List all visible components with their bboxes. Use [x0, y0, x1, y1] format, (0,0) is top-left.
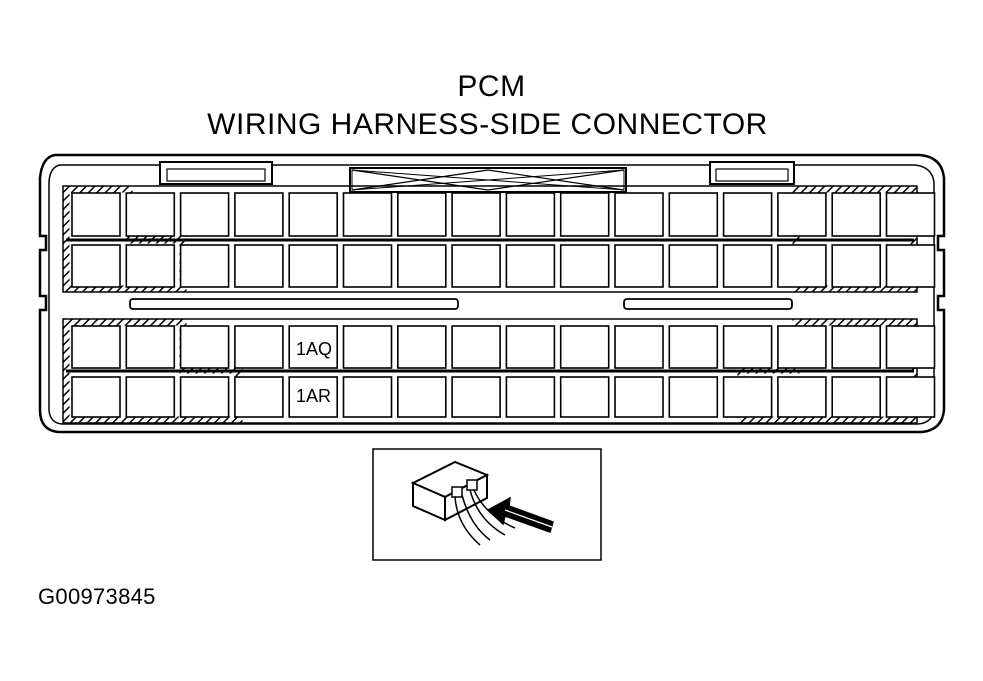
cavity-r2-c1 — [71, 244, 121, 288]
left-lock-tab-inner — [166, 168, 266, 182]
cavity-r4-c14 — [777, 376, 827, 418]
terminal-label-1ar: 1AR — [296, 386, 331, 406]
cavity-r2-c3 — [179, 244, 230, 288]
cavity-r4-c11 — [614, 376, 664, 418]
cavity-r1-c4 — [234, 192, 284, 237]
connector-housing-inner — [48, 164, 935, 425]
cavity-r3-c11 — [614, 325, 664, 369]
cavity-r2-c6 — [342, 244, 393, 288]
cavity-r1-c16 — [885, 192, 936, 237]
cavity-r1-c6 — [342, 192, 393, 237]
diagram-title: PCM — [457, 70, 526, 103]
cavity-r3-c7 — [396, 325, 447, 369]
cavity-r4-c12 — [668, 376, 719, 418]
right-lock-tab — [709, 161, 795, 185]
cavity-r4-c13 — [722, 376, 773, 418]
cavity-r2-c5 — [288, 244, 339, 288]
cavity-r2-c11 — [614, 244, 664, 288]
cavity-r2-c14 — [777, 244, 827, 288]
cavity-r2-c9 — [505, 244, 556, 288]
cavity-r3-c8 — [451, 325, 501, 369]
cavity-grid — [71, 192, 936, 418]
cavity-r4-c2 — [125, 376, 176, 418]
probe-inset-frame — [372, 448, 602, 561]
cavity-r2-c15 — [831, 244, 882, 288]
cavity-r3-c1 — [71, 325, 121, 369]
cavity-r4-c16 — [885, 376, 936, 418]
cavity-r2-c12 — [668, 244, 719, 288]
cavity-r2-c10 — [559, 244, 610, 288]
cavity-r2-c16 — [885, 244, 936, 288]
cavity-r3-c13 — [722, 325, 773, 369]
cavity-r2-c4 — [234, 244, 284, 288]
cavity-r2-c7 — [396, 244, 447, 288]
cavity-r4-c6 — [342, 376, 393, 418]
left-lock-tab — [159, 161, 273, 185]
diagram-subtitle: WIRING HARNESS-SIDE CONNECTOR — [207, 108, 768, 141]
cavity-r4-c15 — [831, 376, 882, 418]
cavity-r1-c12 — [668, 192, 719, 237]
cavity-r4-c8 — [451, 376, 501, 418]
cavity-r3-c9 — [505, 325, 556, 369]
cavity-r3-c3 — [179, 325, 230, 369]
cavity-r4-c1 — [71, 376, 121, 418]
figure-code: G00973845 — [38, 584, 156, 609]
cavity-r4-c4 — [234, 376, 284, 418]
cavity-r3-c6 — [342, 325, 393, 369]
separator-left — [129, 298, 459, 310]
cavity-r4-c7 — [396, 376, 447, 418]
cavity-r1-c14 — [777, 192, 827, 237]
cavity-r4-c10 — [559, 376, 610, 418]
cavity-r1-c5 — [288, 192, 339, 237]
cavity-r2-c13 — [722, 244, 773, 288]
cavity-r3-c4 — [234, 325, 284, 369]
cavity-r3-c16 — [885, 325, 936, 369]
cavity-r4-c5 — [288, 376, 339, 418]
cavity-r1-c10 — [559, 192, 610, 237]
separator-right — [623, 298, 793, 310]
cavity-r1-c3 — [179, 192, 230, 237]
cavity-r3-c5 — [288, 325, 339, 369]
cavity-r3-c12 — [668, 325, 719, 369]
right-lock-tab-inner — [715, 168, 789, 182]
cavity-r1-c7 — [396, 192, 447, 237]
cavity-r4-c9 — [505, 376, 556, 418]
cavity-r3-c2 — [125, 325, 176, 369]
terminal-label-1aq: 1AQ — [296, 339, 332, 359]
cavity-r1-c11 — [614, 192, 664, 237]
cavity-r4-c3 — [179, 376, 230, 418]
cavity-r2-c2 — [125, 244, 176, 288]
cavity-r2-c8 — [451, 244, 501, 288]
center-key-cross — [351, 169, 625, 191]
cavity-r1-c1 — [71, 192, 121, 237]
cavity-r1-c9 — [505, 192, 556, 237]
cavity-r1-c13 — [722, 192, 773, 237]
cavity-r1-c15 — [831, 192, 882, 237]
cavity-r1-c2 — [125, 192, 176, 237]
probe-connector-icon — [410, 460, 516, 546]
cavity-r3-c15 — [831, 325, 882, 369]
cavity-r3-c14 — [777, 325, 827, 369]
cavity-r3-c10 — [559, 325, 610, 369]
cavity-r1-c8 — [451, 192, 501, 237]
